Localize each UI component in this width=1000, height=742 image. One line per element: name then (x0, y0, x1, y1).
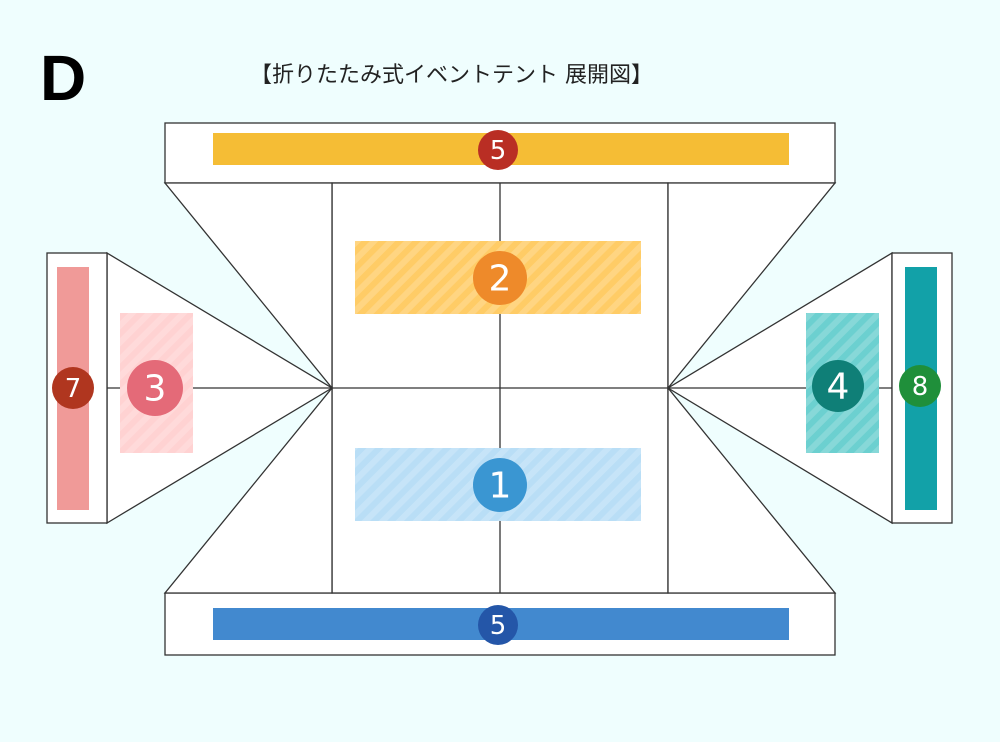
part-p2: 2 (355, 241, 641, 314)
right-bottom-flap (667, 386, 837, 594)
left-top-flap (163, 182, 333, 390)
part-p2-badge (473, 251, 527, 305)
part-p3: 3 (120, 313, 193, 453)
part-p5-bottom-badge (478, 605, 518, 645)
right-top-flap (667, 182, 837, 390)
part-p5-top: 5 (213, 130, 789, 170)
part-p2-number: 2 (489, 259, 512, 300)
part-p7: 7 (52, 267, 94, 510)
part-p7-badge (52, 367, 94, 409)
diagram-title: 【折りたたみ式イベントテント 展開図】 (250, 63, 653, 88)
left-bottom-flap (163, 386, 333, 594)
part-p7-number: 7 (65, 374, 82, 404)
part-p5-top-badge (478, 130, 518, 170)
part-p4: 4 (806, 313, 879, 453)
part-p4-badge (812, 360, 864, 412)
part-p1-number: 1 (489, 466, 512, 507)
part-p5-top-number: 5 (490, 136, 507, 166)
part-p8-number: 8 (912, 372, 929, 402)
part-p1-badge (473, 458, 527, 512)
part-p8-badge (899, 365, 941, 407)
part-p5-bottom-number: 5 (490, 611, 507, 641)
part-p3-badge (127, 360, 183, 416)
part-p4-number: 4 (827, 367, 850, 408)
part-p5-bottom: 5 (213, 605, 789, 645)
part-p3-number: 3 (144, 369, 167, 410)
part-p1: 1 (355, 448, 641, 521)
section-letter: D (40, 42, 86, 114)
part-p8: 8 (899, 267, 941, 510)
